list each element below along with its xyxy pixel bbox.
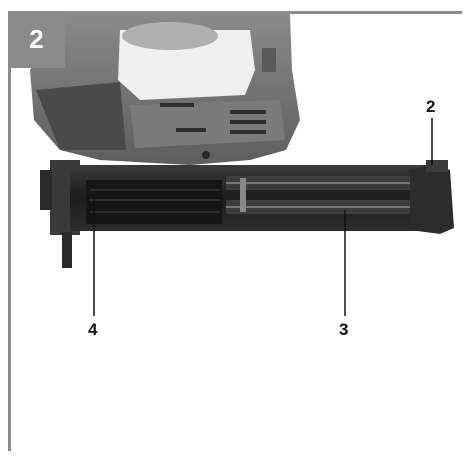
figure-frame [8, 11, 462, 451]
callout-label-2: 2 [426, 97, 436, 116]
callout-label-3: 3 [339, 320, 349, 339]
tool-housing [30, 14, 300, 165]
leader-lines [93, 118, 433, 316]
callout-label-4: 4 [88, 320, 98, 339]
magazine [70, 160, 454, 234]
figure-number-badge: 2 [8, 11, 65, 68]
